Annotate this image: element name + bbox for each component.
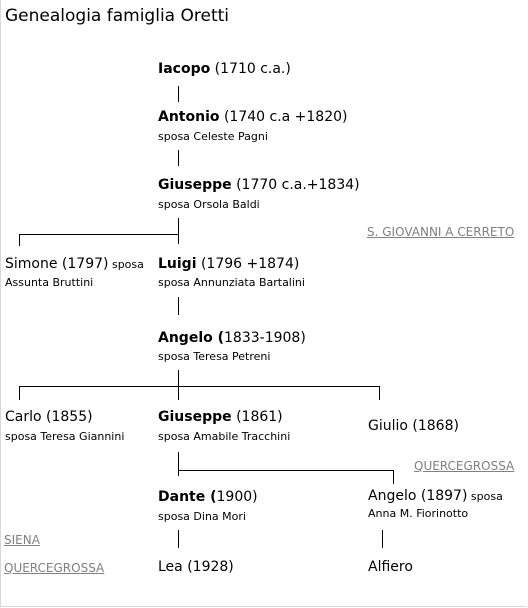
connector-line	[178, 530, 179, 548]
person-name: Dante (	[158, 489, 217, 505]
sibling-line	[178, 470, 394, 471]
person-angelo-1833: Angelo (1833-1908)	[158, 330, 306, 346]
person-name: Angelo (	[158, 330, 225, 346]
person-name: Carlo (1855)	[5, 409, 93, 425]
person-dates: (1740 c.a +1820)	[219, 109, 348, 125]
location-link-quercegrossa-right[interactable]: QUERCEGROSSA	[414, 459, 515, 473]
person-giuseppe-1770: Giuseppe (1770 c.a.+1834)	[158, 177, 360, 193]
location-link-siena[interactable]: SIENA	[4, 533, 40, 547]
person-name: Iacopo	[158, 61, 211, 77]
person-dates: (1796 +1874)	[196, 256, 300, 272]
person-alfiero: Alfiero	[368, 559, 413, 575]
person-antonio: Antonio (1740 c.a +1820)	[158, 109, 348, 125]
connector-line	[178, 86, 179, 102]
connector-line	[379, 386, 380, 400]
person-iacopo: Iacopo (1710 c.a.)	[158, 61, 291, 77]
person-dates: 1900)	[216, 489, 258, 505]
spouse-text: sposa Amabile Tracchini	[158, 430, 291, 443]
location-link-san-giovanni[interactable]: S. GIOVANNI A CERRETO	[367, 225, 515, 239]
connector-line	[393, 470, 394, 484]
connector-line	[19, 234, 20, 246]
spouse-text: Assunta Bruttini	[5, 276, 94, 289]
spouse-text: sposa Dina Mori	[158, 510, 246, 523]
person-name: Luigi	[158, 256, 197, 272]
sposa-label: sposa	[467, 490, 503, 503]
page-title: Genealogia famiglia Oretti	[5, 6, 229, 26]
person-giulio: Giulio (1868)	[368, 418, 459, 434]
sibling-line	[19, 234, 179, 235]
location-link-quercegrossa-left[interactable]: QUERCEGROSSA	[4, 561, 105, 575]
person-simone: Simone (1797) sposa	[5, 256, 144, 272]
spouse-text: sposa Annunziata Bartalini	[158, 276, 305, 289]
person-name: Antonio	[158, 109, 220, 125]
spouse-text: sposa Orsola Baldi	[158, 198, 260, 211]
sibling-line	[19, 386, 380, 387]
connector-line	[178, 150, 179, 166]
person-angelo-1897: Angelo (1897) sposa	[368, 488, 503, 504]
person-giuseppe-1861: Giuseppe (1861)	[158, 409, 283, 425]
sposa-label: sposa	[108, 258, 144, 271]
person-carlo: Carlo (1855)	[5, 409, 93, 425]
person-name: Angelo (1897)	[368, 488, 468, 504]
person-dates: (1861)	[231, 409, 283, 425]
connector-line	[178, 370, 179, 400]
person-luigi: Luigi (1796 +1874)	[158, 256, 299, 272]
spouse-text: sposa Teresa Giannini	[5, 430, 125, 443]
connector-line	[382, 530, 383, 548]
spouse-text: sposa Celeste Pagni	[158, 130, 268, 143]
spouse-text: Anna M. Fiorinotto	[368, 507, 469, 520]
person-name: Giuseppe	[158, 409, 232, 425]
connector-line	[19, 386, 20, 400]
person-name: Giulio (1868)	[368, 418, 459, 434]
person-name: Simone (1797)	[5, 256, 109, 272]
person-name: Giuseppe	[158, 177, 232, 193]
person-lea: Lea (1928)	[158, 559, 234, 575]
connector-line	[178, 452, 179, 476]
person-dates: (1710 c.a.)	[210, 61, 291, 77]
connector-line	[178, 297, 179, 315]
person-dates: 1833-1908)	[224, 330, 306, 346]
connector-line	[178, 218, 179, 244]
person-dates: (1770 c.a.+1834)	[231, 177, 360, 193]
person-dante: Dante (1900)	[158, 489, 258, 505]
spouse-text: sposa Teresa Petreni	[158, 350, 271, 363]
